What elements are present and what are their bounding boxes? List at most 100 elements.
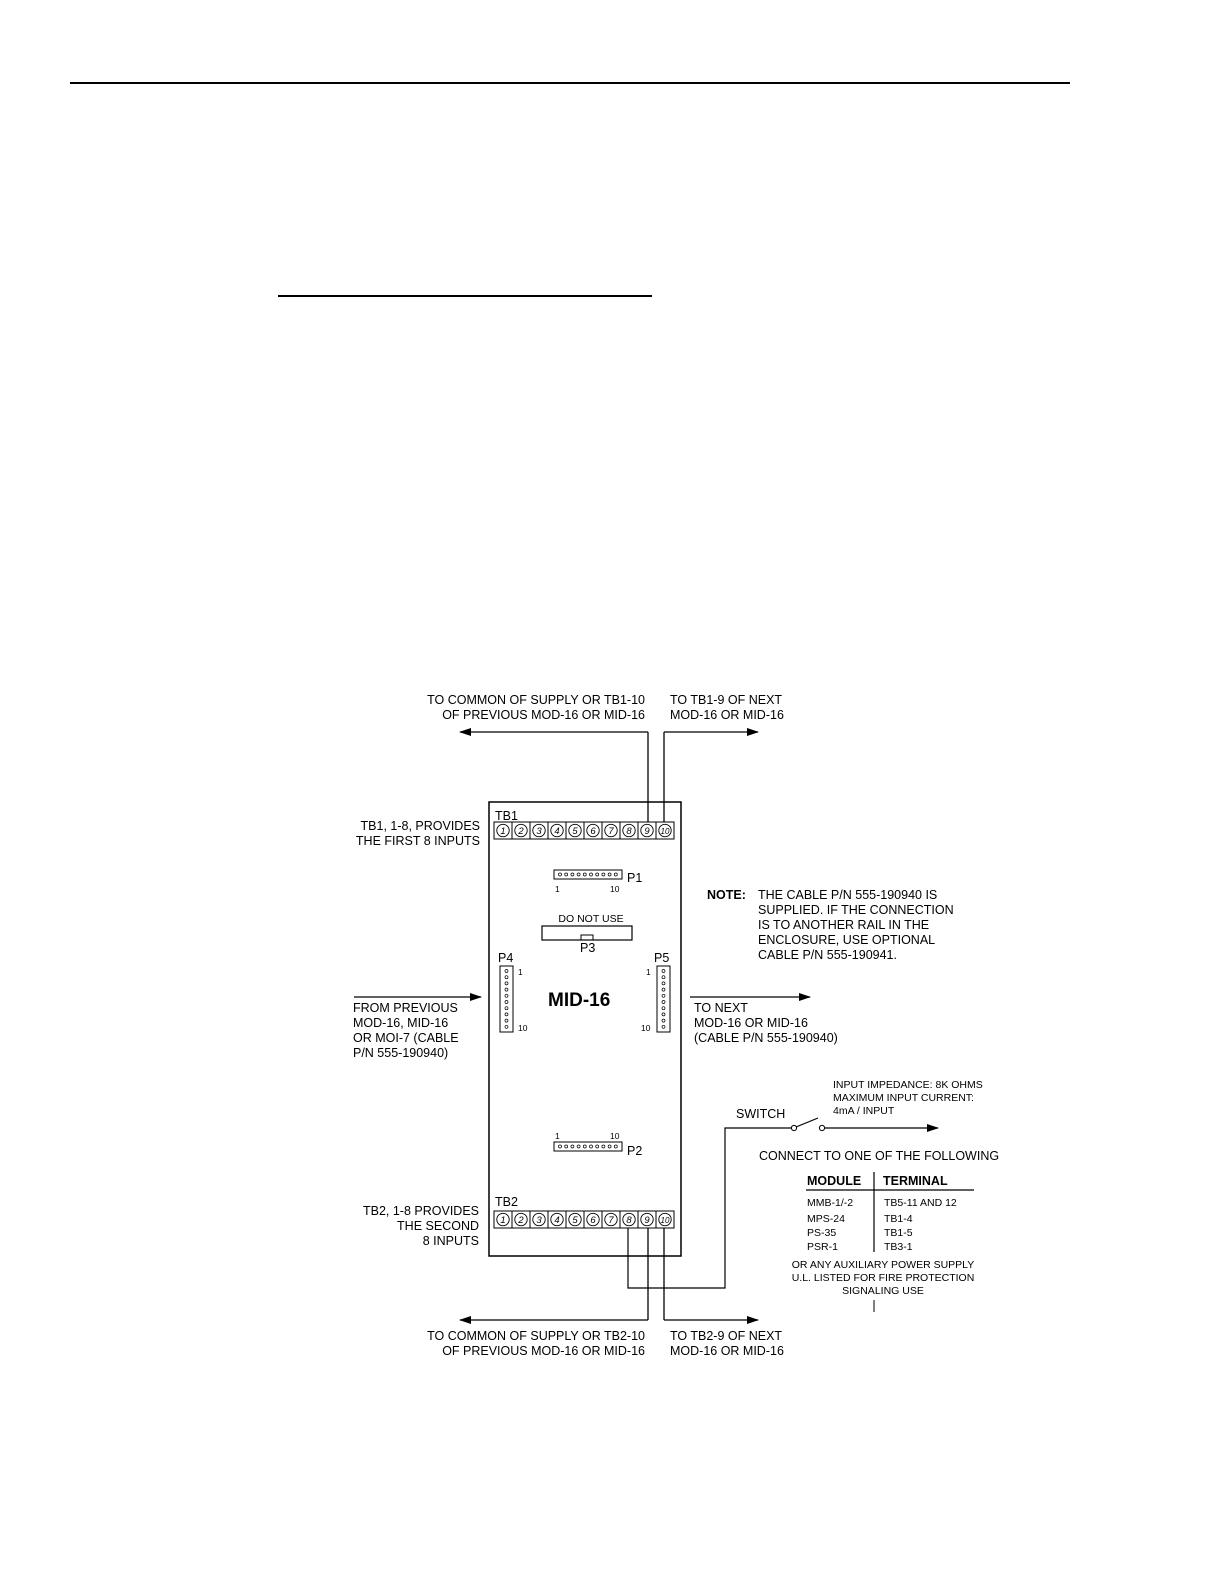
from-prev-line4: P/N 555-190940) (353, 1046, 448, 1060)
tb1-terminal-label-4: 4 (554, 826, 559, 837)
table-row-2-module: MPS-24 (807, 1213, 845, 1225)
tb2-terminal-7 (604, 1212, 618, 1227)
p2-pin (558, 1144, 562, 1149)
table-footer-line2: U.L. LISTED FOR FIRE PROTECTION (792, 1272, 975, 1284)
p4-connector (499, 965, 514, 1033)
tb2-terminal-label-9: 9 (644, 1215, 650, 1226)
p3-key (580, 934, 594, 941)
p2-pin (607, 1144, 612, 1149)
tb2-terminal-label-3: 3 (536, 1215, 542, 1226)
p3-connector (541, 925, 633, 941)
tb2-8-switch-wire (627, 1127, 791, 1289)
tb1-terminal-9 (640, 823, 654, 838)
p1-pin (570, 872, 575, 877)
p2-pin (601, 1144, 606, 1149)
table-footer-line3: SIGNALING USE (842, 1285, 924, 1297)
p1-connector (553, 869, 623, 880)
p1-pin (613, 872, 618, 877)
tb1-terminal-2 (514, 823, 528, 838)
p4-pin (504, 1012, 509, 1017)
section-underline (278, 295, 652, 297)
tb2-desc-line2: THE SECOND (397, 1219, 479, 1233)
tb1-terminal-10 (658, 823, 672, 838)
table-row-4-module: PSR-1 (807, 1241, 838, 1253)
connect-table-title: CONNECT TO ONE OF THE FOLLOWING (759, 1149, 999, 1163)
p4-pin (504, 1018, 509, 1023)
tb2-desc-line1: TB2, 1-8 PROVIDES (363, 1204, 479, 1218)
p4-pin (504, 1006, 509, 1011)
p5-pin (661, 993, 666, 998)
p5-pin (661, 1012, 666, 1017)
p2-pin (595, 1144, 600, 1149)
p2-pin-last: 10 (610, 1131, 620, 1141)
p2-pin (576, 1144, 581, 1149)
p4-pin (504, 1024, 509, 1029)
p1-pin-last: 10 (610, 884, 620, 894)
header-rule (70, 82, 1070, 84)
table-row-3-terminal: TB1-5 (884, 1227, 913, 1239)
p5-label: P5 (654, 951, 669, 965)
p1-pins (558, 872, 618, 877)
table-row-4-terminal: TB3-1 (884, 1241, 913, 1253)
tb1-terminal-4 (550, 823, 564, 838)
tb2-terminal-2 (514, 1212, 528, 1227)
tb1-terminal-7 (604, 823, 618, 838)
p5-pin (661, 1000, 666, 1004)
tb1-terminal-label-1: 1 (500, 826, 505, 837)
tb1-terminal-label-9: 9 (644, 826, 650, 837)
tb1-terminal-1 (496, 823, 510, 838)
table-row-2-terminal: TB1-4 (884, 1213, 913, 1225)
tb2-terminal-5 (568, 1212, 582, 1227)
tb2-terminal-label-8: 8 (626, 1215, 632, 1226)
switch-contact-left (790, 1124, 798, 1132)
p2-pins (558, 1144, 618, 1149)
tb1-terminal-label-6: 6 (590, 826, 596, 837)
p5-pin (661, 981, 666, 986)
p2-pin (582, 1144, 587, 1149)
tb1-label: TB1 (495, 809, 518, 823)
p1-pin (595, 872, 600, 877)
from-prev-line3: OR MOI-7 (CABLE (353, 1031, 459, 1045)
note-line3: IS TO ANOTHER RAIL IN THE (758, 918, 929, 932)
p5-pin (661, 969, 666, 973)
p5-connector (656, 965, 671, 1033)
tb2-terminal-label-5: 5 (572, 1215, 578, 1226)
p1-pin-first: 1 (555, 884, 560, 894)
switch-label: SWITCH (736, 1107, 785, 1121)
p5-pin (661, 1006, 666, 1011)
p2-pin (613, 1144, 618, 1149)
from-prev-line2: MOD-16, MID-16 (353, 1016, 448, 1030)
tb1-terminal-label-5: 5 (572, 826, 578, 837)
p1-label: P1 (627, 871, 642, 885)
p3-label: P3 (580, 941, 595, 955)
tb1-desc-line2: THE FIRST 8 INPUTS (356, 834, 480, 848)
p5-pin-last: 10 (641, 1023, 651, 1033)
p4-pin (504, 981, 509, 986)
bottom-left-label-line1: TO COMMON OF SUPPLY OR TB2-10 (427, 1329, 645, 1343)
p5-pin (661, 987, 666, 992)
tb1-terminal-3 (532, 823, 546, 838)
note-heading: NOTE: (707, 888, 746, 902)
module-title: MID-16 (548, 990, 610, 1011)
tb2-terminal-label-4: 4 (554, 1215, 559, 1226)
tb2-terminal-3 (532, 1212, 546, 1227)
p4-pin-first: 1 (518, 967, 523, 977)
p4-pin (504, 975, 509, 980)
top-left-label-line2: OF PREVIOUS MOD-16 OR MID-16 (442, 708, 645, 722)
tb2-terminal-label-6: 6 (590, 1215, 596, 1226)
from-prev-line1: FROM PREVIOUS (353, 1001, 458, 1015)
p1-pin (576, 872, 581, 877)
p2-pin (570, 1144, 575, 1149)
bottom-right-label-line2: MOD-16 OR MID-16 (670, 1344, 784, 1358)
tb1-desc-line1: TB1, 1-8, PROVIDES (361, 819, 480, 833)
tb2-label: TB2 (495, 1195, 518, 1209)
tb1-terminal-label-7: 7 (608, 826, 614, 837)
p1-pin (558, 872, 562, 877)
tb2-terminal-label-2: 2 (517, 1215, 524, 1226)
note-line2: SUPPLIED. IF THE CONNECTION (758, 903, 954, 917)
to-next-line3: (CABLE P/N 555-190940) (694, 1031, 838, 1045)
bottom-left-label-line2: OF PREVIOUS MOD-16 OR MID-16 (442, 1344, 645, 1358)
p1-pin (564, 872, 569, 877)
tb2-terminal-6 (586, 1212, 600, 1227)
